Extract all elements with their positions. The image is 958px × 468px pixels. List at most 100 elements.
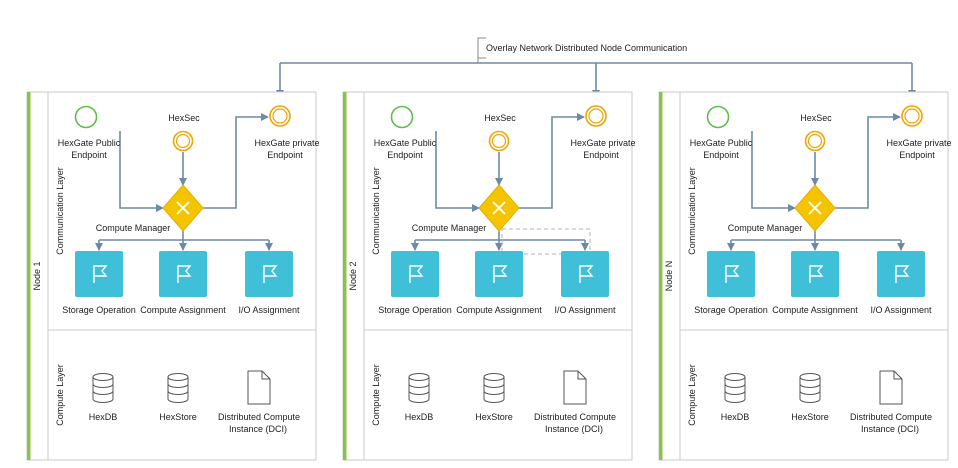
database-rings <box>799 383 821 395</box>
database-icon <box>92 377 114 403</box>
store-2: HexStore <box>791 373 829 422</box>
task-box <box>791 251 839 297</box>
task-box <box>159 251 207 297</box>
flag-icon <box>895 265 910 283</box>
database-top <box>483 373 505 381</box>
store-label: HexDB <box>405 412 434 422</box>
public-endpoint-label-line-2: Endpoint <box>387 150 423 160</box>
flag-icon <box>177 265 192 283</box>
task-box <box>877 251 925 297</box>
public-endpoint-icon <box>74 105 98 129</box>
compute-manager-label: Compute Manager <box>412 223 487 233</box>
task-1: Storage Operation <box>62 251 136 315</box>
store-1: HexDB <box>405 373 434 422</box>
task-box <box>245 251 293 297</box>
hexsec-inner-ring <box>807 133 823 149</box>
compute-manager-label: Compute Manager <box>728 223 803 233</box>
document-icon <box>879 370 903 405</box>
communication-layer-label: Communication Layer <box>687 167 697 255</box>
database-icon <box>799 377 821 403</box>
public-endpoint-label-line-1: HexGate Public <box>58 138 121 148</box>
database-rings <box>167 383 189 395</box>
database-top <box>167 373 189 381</box>
task-box <box>707 251 755 297</box>
task-box <box>391 251 439 297</box>
database-rings <box>408 383 430 395</box>
node-accent-bar <box>659 92 663 460</box>
hexsec-label: HexSec <box>484 113 516 123</box>
flag-icon <box>409 265 424 283</box>
flag-icon <box>263 265 278 283</box>
public-endpoint-label-line-1: HexGate Public <box>374 138 437 148</box>
database-top <box>408 373 430 381</box>
connector-manager-to-private <box>835 113 901 209</box>
flag-icon <box>493 265 508 283</box>
database-rings <box>92 383 114 395</box>
store-2: HexStore <box>159 373 197 422</box>
instance-label-line-1: Distributed Compute <box>218 412 300 422</box>
document-icon <box>247 370 271 405</box>
instance-label-line-2: Instance (DCI) <box>545 424 603 434</box>
compute-layer-label: Compute Layer <box>687 364 697 426</box>
instance-label-line-1: Distributed Compute <box>534 412 616 422</box>
private-endpoint-label-line-2: Endpoint <box>583 150 619 160</box>
document-fold <box>261 371 270 380</box>
node-accent-bar <box>343 92 347 460</box>
task-3: I/O Assignment <box>238 251 300 315</box>
connector-public-to-manager <box>435 131 480 212</box>
database-icon <box>724 377 746 403</box>
x-icon <box>808 201 822 215</box>
task-2: Compute Assignment <box>772 251 858 315</box>
private-endpoint-label-line-1: HexGate private <box>570 138 635 148</box>
instance-label-line-2: Instance (DCI) <box>229 424 287 434</box>
flag-icon <box>725 265 740 283</box>
connector-manager-to-private <box>519 113 585 209</box>
store-label: HexStore <box>791 412 829 422</box>
store-2: HexStore <box>475 373 513 422</box>
store-1: HexDB <box>721 373 749 422</box>
x-icon <box>176 201 190 215</box>
instance-label-line-2: Instance (DCI) <box>861 424 919 434</box>
public-endpoint-label-line-2: Endpoint <box>71 150 107 160</box>
instance-label-line-1: Distributed Compute <box>850 412 932 422</box>
task-label: Storage Operation <box>694 305 768 315</box>
hexsec-label: HexSec <box>168 113 200 123</box>
node-accent-bar <box>27 92 31 460</box>
database-icon <box>408 377 430 403</box>
database-rings <box>483 383 505 395</box>
flag-icon <box>93 265 108 283</box>
task-label: Compute Assignment <box>772 305 858 315</box>
task-label: Storage Operation <box>62 305 136 315</box>
task-box <box>561 251 609 297</box>
private-endpoint-label-line-2: Endpoint <box>267 150 303 160</box>
task-1: Storage Operation <box>378 251 452 315</box>
compute-layer-label: Compute Layer <box>55 364 65 426</box>
flag-icon <box>809 265 824 283</box>
database-top <box>799 373 821 381</box>
store-label: HexStore <box>159 412 197 422</box>
task-box <box>75 251 123 297</box>
hexsec-label: HexSec <box>800 113 832 123</box>
public-endpoint-label-line-1: HexGate Public <box>690 138 753 148</box>
connector-manager-to-private <box>203 113 269 209</box>
document-icon <box>563 370 587 405</box>
task-box <box>475 251 523 297</box>
task-label: I/O Assignment <box>870 305 932 315</box>
task-3: I/O Assignment <box>554 251 616 315</box>
annotation-bracket <box>477 37 486 59</box>
store-label: HexDB <box>89 412 118 422</box>
node-label: Node N <box>664 261 674 292</box>
overlay-network-annotation: Overlay Network Distributed Node Communi… <box>477 37 687 63</box>
hexsec-inner-ring <box>491 133 507 149</box>
hexsec-inner-ring <box>175 133 191 149</box>
overlay-network-title: Overlay Network Distributed Node Communi… <box>486 43 687 53</box>
connector-manager-branch <box>99 231 269 241</box>
private-endpoint-label-line-1: HexGate private <box>886 138 951 148</box>
x-icon <box>492 201 506 215</box>
